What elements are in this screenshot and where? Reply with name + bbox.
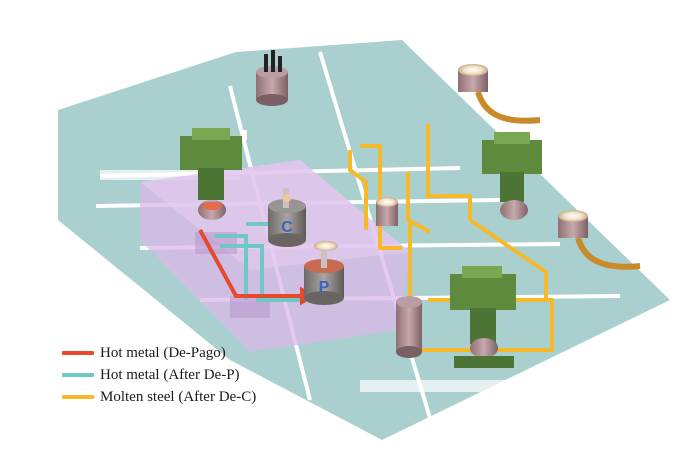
converter-c-label: C	[281, 219, 293, 236]
crane-icon	[450, 266, 516, 368]
legend-item: Molten steel (After De-C)	[62, 386, 256, 408]
crane-icon	[180, 128, 242, 220]
legend-item: Hot metal (De-Pago)	[62, 342, 256, 364]
legend-swatch-teal	[62, 373, 94, 377]
legend-swatch-red	[62, 351, 94, 355]
ladle-icon	[256, 50, 288, 106]
converter-p-label: P	[319, 279, 330, 296]
legend-swatch-yellow	[62, 395, 94, 399]
legend-item: Hot metal (After De-P)	[62, 364, 256, 386]
legend-label: Hot metal (After De-P)	[100, 366, 240, 383]
legend-label: Hot metal (De-Pago)	[100, 344, 226, 361]
ladle-icon	[376, 197, 398, 226]
legend-label: Molten steel (After De-C)	[100, 388, 257, 405]
converter-p: P	[304, 241, 344, 305]
converter-c: C	[268, 188, 306, 247]
ladle-icon	[558, 210, 641, 270]
ladle-icon	[458, 64, 541, 124]
ladle-icon	[396, 296, 422, 358]
crane-icon	[482, 132, 542, 220]
legend: Hot metal (De-Pago) Hot metal (After De-…	[62, 342, 256, 408]
